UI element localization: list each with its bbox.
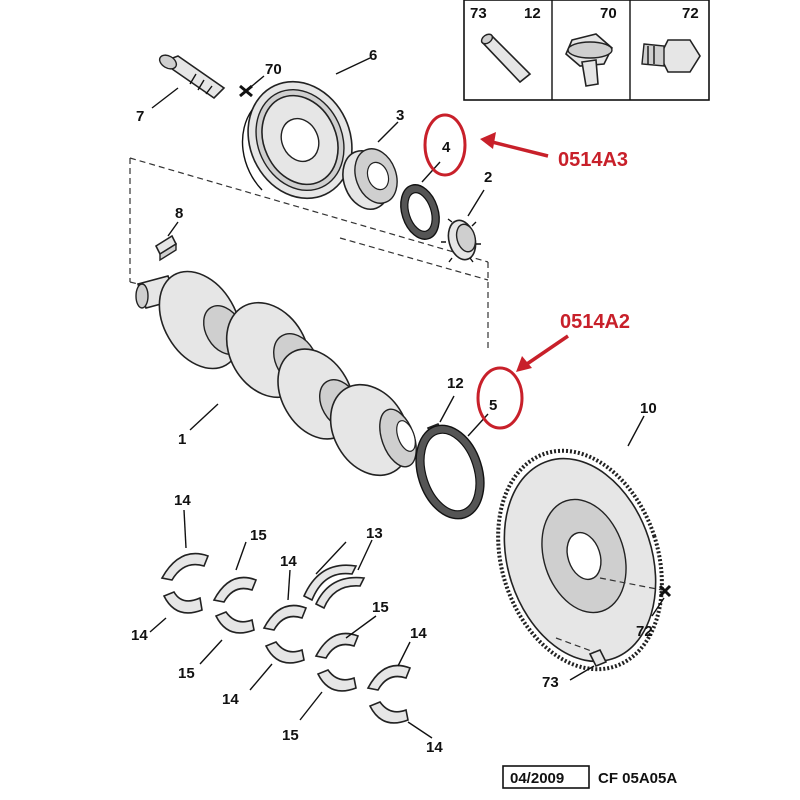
label-part-3: 3 [396, 107, 404, 124]
hardware-box: 73 12 70 72 [463, 0, 710, 101]
crankshaft [135, 270, 417, 477]
bearing-shell [264, 641, 305, 664]
label-bearing-14-e: 14 [410, 625, 427, 642]
label-part-7: 7 [136, 108, 144, 125]
code-label-lower: 0514A2 [560, 311, 630, 333]
label-part-2: 2 [484, 169, 492, 186]
label-part-72: 72 [636, 623, 653, 640]
cross-marker-icon [658, 584, 672, 598]
rear-oil-seal [415, 424, 485, 520]
crank-pulley-bolt [158, 54, 226, 100]
label-bearing-14-f: 14 [426, 739, 443, 756]
label-part-1: 1 [178, 431, 186, 448]
hardware-label-72: 72 [682, 5, 699, 22]
label-bearing-15-c: 15 [372, 599, 389, 616]
label-bearing-14-c: 14 [280, 553, 297, 570]
hardware-label-12: 12 [524, 5, 541, 22]
bearing-shell [314, 632, 360, 659]
flywheel-pin [588, 648, 608, 668]
arrow-icon [480, 132, 496, 149]
label-part-5: 5 [489, 397, 497, 414]
bearing-shells [160, 552, 412, 724]
label-part-73: 73 [542, 674, 559, 691]
bearing-leader-lines [149, 509, 433, 739]
dowel-pin-icon [480, 33, 532, 84]
flange-bolt-icon [565, 33, 613, 87]
bearing-shell [262, 604, 308, 631]
bearing-shell [366, 664, 412, 691]
label-part-6: 6 [369, 47, 377, 64]
callout-0514a2: 0514A2 [476, 311, 630, 430]
bearing-shell [316, 669, 357, 692]
label-part-10: 10 [640, 400, 657, 417]
label-part-70: 70 [265, 61, 282, 78]
hex-bolt-icon [641, 39, 701, 73]
front-oil-seal [400, 184, 440, 240]
label-bearing-14-b: 14 [131, 627, 148, 644]
label-bearing-14-a: 14 [174, 492, 191, 509]
footer-date: 04/2009 [510, 770, 564, 787]
woodruff-key [154, 234, 178, 262]
bearing-shell [162, 590, 203, 614]
label-part-8: 8 [175, 205, 183, 222]
label-bearing-14-d: 14 [222, 691, 239, 708]
footer-reference: CF 05A05A [598, 770, 677, 787]
label-part-13: 13 [366, 525, 383, 542]
hardware-label-73: 73 [470, 5, 487, 22]
bearing-shell [160, 552, 210, 581]
arrow-icon [516, 356, 532, 372]
crankshaft-pulley [241, 80, 353, 200]
code-label-upper: 0514A3 [558, 149, 628, 171]
label-part-4: 4 [442, 139, 451, 156]
callout-0514a3: 0514A3 [423, 113, 628, 177]
bearing-shell [214, 611, 255, 634]
hardware-label-70: 70 [600, 5, 617, 22]
timing-sprocket [342, 148, 398, 210]
bearing-shell [212, 576, 258, 603]
bearing-shell [368, 701, 409, 724]
thrust-washer [314, 576, 366, 610]
thrust-washer [302, 564, 358, 602]
label-bearing-15-d: 15 [282, 727, 299, 744]
crankshaft-gear [441, 218, 481, 263]
footer: 04/2009 CF 05A05A [502, 765, 677, 789]
label-part-12: 12 [447, 375, 464, 392]
label-bearing-15-a: 15 [250, 527, 267, 544]
flywheel [496, 448, 664, 672]
label-bearing-15-b: 15 [178, 665, 195, 682]
cross-marker-icon [239, 84, 253, 98]
